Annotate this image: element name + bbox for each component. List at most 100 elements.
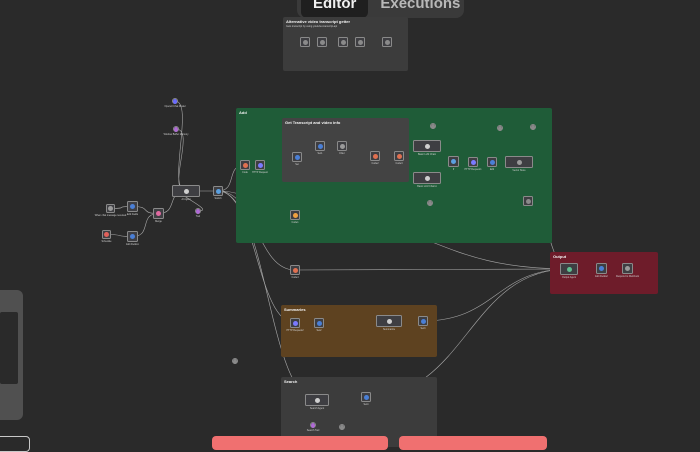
node-code4[interactable] bbox=[290, 265, 300, 275]
node-schedule[interactable] bbox=[102, 230, 111, 239]
node-code2[interactable] bbox=[370, 151, 380, 161]
node-label: Edit Fields2 bbox=[595, 275, 608, 278]
workflow-node[interactable] bbox=[339, 424, 345, 430]
node-edit-fields1[interactable] bbox=[127, 231, 138, 242]
node-label: Basic LLM Chain1 bbox=[417, 185, 437, 188]
workflow-node[interactable] bbox=[317, 37, 327, 47]
zoom-control[interactable] bbox=[0, 436, 30, 452]
mode-tabs: Editor Executions bbox=[297, 0, 464, 18]
node-label: Set2 bbox=[316, 329, 322, 332]
node-when-chat-message-received[interactable] bbox=[106, 204, 115, 213]
http-icon bbox=[292, 320, 298, 326]
node-respond-to-webhook[interactable] bbox=[622, 263, 633, 274]
node-label: Code2 bbox=[371, 162, 379, 165]
edit-icon bbox=[489, 159, 495, 165]
node-icon bbox=[531, 124, 535, 130]
node-icon bbox=[302, 39, 308, 45]
node-output-agent[interactable] bbox=[560, 263, 578, 275]
sticky-title: Output bbox=[553, 254, 567, 259]
node-basic-llm-chain[interactable] bbox=[413, 140, 441, 152]
sticky-search[interactable]: Search bbox=[281, 377, 437, 447]
edit-icon bbox=[130, 204, 135, 209]
node-edit[interactable] bbox=[487, 157, 497, 167]
open-chat-button[interactable] bbox=[399, 436, 547, 450]
edit-icon bbox=[317, 143, 323, 149]
node-icon bbox=[431, 123, 435, 129]
workflow-node[interactable] bbox=[530, 124, 536, 130]
node-http-request[interactable] bbox=[255, 160, 265, 170]
node-http-request2[interactable] bbox=[290, 318, 300, 328]
node-set3[interactable] bbox=[418, 316, 428, 326]
node-label: Window Buffer Memory bbox=[163, 133, 189, 136]
connection[interactable] bbox=[422, 268, 570, 322]
node-edit-fields[interactable] bbox=[127, 201, 138, 212]
node-code3[interactable] bbox=[394, 151, 404, 161]
connection[interactable] bbox=[294, 268, 570, 271]
tab-executions[interactable]: Executions bbox=[380, 0, 461, 12]
node-label: Code3 bbox=[395, 162, 403, 165]
node-label: Edit bbox=[489, 168, 495, 171]
node-label: Edit Fields bbox=[126, 213, 139, 216]
workflow-node[interactable] bbox=[338, 37, 348, 47]
node-label: Respond to Webhook bbox=[616, 275, 639, 278]
node-icon bbox=[525, 198, 531, 204]
node-icon bbox=[498, 125, 502, 131]
node-basic-llm-chain1[interactable] bbox=[413, 172, 441, 184]
node-switch[interactable] bbox=[213, 186, 223, 196]
test-workflow-button[interactable] bbox=[212, 436, 388, 450]
node-label: HTTP Request bbox=[252, 171, 268, 174]
workflow-node[interactable] bbox=[300, 37, 310, 47]
trigger-icon bbox=[104, 232, 109, 237]
node-window-buffer-memory[interactable] bbox=[173, 126, 179, 132]
llm-icon bbox=[386, 318, 392, 324]
node-ai-agent[interactable] bbox=[172, 185, 200, 197]
node-set4[interactable] bbox=[361, 392, 371, 402]
workflow-node[interactable] bbox=[497, 125, 503, 131]
edit-icon bbox=[599, 266, 604, 271]
node-search-tool[interactable] bbox=[310, 422, 316, 428]
edit-icon bbox=[294, 154, 300, 160]
node-code1[interactable] bbox=[290, 210, 300, 220]
node-label: Vector Store bbox=[512, 169, 526, 172]
node-label: Set1 bbox=[317, 152, 323, 155]
node-icon bbox=[233, 358, 237, 364]
node-filter[interactable] bbox=[337, 141, 347, 151]
code-icon bbox=[292, 267, 298, 273]
workflow-node[interactable] bbox=[355, 37, 365, 47]
node-set2[interactable] bbox=[314, 318, 324, 328]
node-summarize[interactable] bbox=[376, 315, 402, 327]
edit-icon bbox=[420, 318, 426, 324]
workflow-node[interactable] bbox=[427, 200, 433, 206]
tab-editor[interactable]: Editor bbox=[301, 0, 369, 18]
sticky-title: Alternative video transcript getter bbox=[286, 19, 351, 24]
node-label: Set bbox=[295, 163, 299, 166]
node-if[interactable] bbox=[448, 156, 459, 167]
node-openai-chat-model[interactable] bbox=[172, 98, 178, 104]
node-edit-fields2[interactable] bbox=[596, 263, 607, 274]
sticky-title: Search bbox=[284, 379, 298, 384]
node-label: Filter bbox=[339, 152, 345, 155]
node-http-request1[interactable] bbox=[468, 157, 478, 167]
node-icon bbox=[357, 39, 363, 45]
workflow-node[interactable] bbox=[382, 37, 392, 47]
workflow-node[interactable] bbox=[232, 358, 238, 364]
node-tool[interactable] bbox=[195, 208, 201, 214]
node-code[interactable] bbox=[240, 160, 250, 170]
workflow-node[interactable] bbox=[523, 196, 533, 206]
workflow-node[interactable] bbox=[430, 123, 436, 129]
node-icon bbox=[384, 39, 390, 45]
edit-icon bbox=[316, 320, 322, 326]
node-set1[interactable] bbox=[315, 141, 325, 151]
connection[interactable] bbox=[174, 100, 187, 192]
node-icon bbox=[319, 39, 325, 45]
tool-icon bbox=[196, 208, 200, 214]
node-merge[interactable] bbox=[153, 208, 164, 219]
node-vector-store[interactable] bbox=[505, 156, 533, 168]
side-panel[interactable] bbox=[0, 290, 23, 420]
node-set[interactable] bbox=[292, 152, 302, 162]
node-label: Basic LLM Chain bbox=[417, 153, 437, 156]
sticky-summaries[interactable]: Summaries bbox=[281, 305, 437, 357]
tool-icon bbox=[311, 422, 315, 428]
http-icon bbox=[470, 159, 476, 165]
node-search-agent[interactable] bbox=[305, 394, 329, 406]
